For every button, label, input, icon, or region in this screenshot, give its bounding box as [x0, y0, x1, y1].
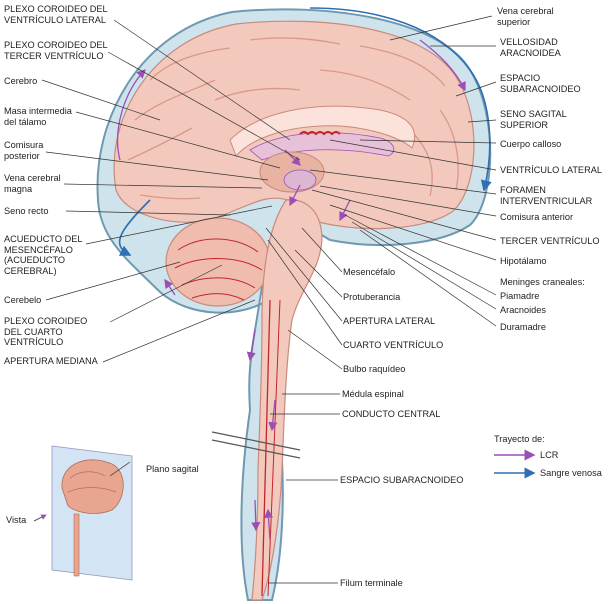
central-canal [261, 299, 271, 597]
csf-flow-arrows [116, 39, 466, 541]
label-comisura-posterior: Comisura posterior [4, 140, 44, 161]
label-espacio-subaracnoideo: ESPACIO SUBARACNOIDEO [500, 73, 581, 94]
label-comisura-anterior: Comisura anterior [500, 212, 574, 222]
label-vellosidad: VELLOSIDAD ARACNOIDEA [500, 37, 561, 58]
leader-lines [41, 15, 497, 584]
label-medula: Médula espinal [342, 389, 404, 399]
label-apertura-lateral: APERTURA LATERAL [343, 316, 436, 326]
label-masa-intermedia: Masa intermedia del tálamo [4, 106, 72, 127]
venous-flow-sinus [309, 7, 492, 192]
spinal-vessel [267, 299, 281, 597]
label-cuerpo-calloso: Cuerpo calloso [500, 139, 562, 149]
label-cerebelo: Cerebelo [4, 295, 42, 305]
cerebellum [165, 217, 271, 307]
label-seno-recto: Seno recto [4, 206, 49, 216]
label-protuberancia: Protuberancia [343, 292, 401, 302]
venous-flow-left [118, 199, 151, 256]
label-vista: Vista [6, 515, 27, 525]
cord-break-bottom [211, 439, 301, 459]
legend-lcr-label: LCR [540, 450, 559, 460]
corpus-callosum [229, 105, 416, 157]
label-plano-sagital: Plano sagital [146, 464, 199, 474]
label-vena-magna: Vena cerebral magna [4, 173, 61, 194]
label-duramadre: Duramadre [500, 322, 546, 332]
label-vena-superior: Vena cerebral superior [497, 6, 554, 27]
legend-title: Trayecto de: [494, 434, 545, 444]
label-mesencefalo: Mesencéfalo [343, 267, 396, 277]
label-aracnoides: Aracnoides [500, 305, 546, 315]
label-apertura-mediana: APERTURA MEDIANA [4, 356, 98, 366]
cord-break-top [211, 431, 301, 451]
label-plexo-lateral: PLEXO COROIDEO DEL VENTRÍCULO LATERAL [4, 4, 108, 25]
label-conducto-central: CONDUCTO CENTRAL [342, 409, 441, 419]
label-piamadre: Piamadre [500, 291, 540, 301]
label-foramen: FORAMEN INTERVENTRICULAR [500, 185, 593, 206]
label-cerebro: Cerebro [4, 76, 38, 86]
inset-orientation [33, 445, 133, 581]
choroid-plexus [299, 131, 341, 136]
label-plexo-cuarto: PLEXO COROIDEO DEL CUARTO VENTRÍCULO [4, 316, 88, 347]
label-ventriculo-lateral: VENTRÍCULO LATERAL [500, 165, 602, 175]
legend-sangre-label: Sangre venosa [540, 468, 602, 478]
label-seno-sagital: SENO SAGITAL SUPERIOR [500, 109, 567, 130]
label-bulbo: Bulbo raquídeo [343, 364, 406, 374]
label-plexo-tercer: PLEXO COROIDEO DEL TERCER VENTRÍCULO [4, 40, 108, 61]
third-ventricle [283, 169, 317, 191]
label-meninges: Meninges craneales: [500, 277, 585, 287]
label-tercer-ventriculo: TERCER VENTRÍCULO [500, 236, 600, 246]
label-filum: Filum terminale [340, 578, 403, 588]
label-acueducto: ACUEDUCTO DEL MESENCÉFALO (ACUEDUCTO CER… [4, 234, 83, 276]
label-espacio-subaracnoideo-2: ESPACIO SUBARACNOIDEO [340, 475, 464, 485]
label-hipotalamo: Hipotálamo [500, 256, 547, 266]
label-cuarto-ventriculo: CUARTO VENTRÍCULO [343, 340, 444, 350]
